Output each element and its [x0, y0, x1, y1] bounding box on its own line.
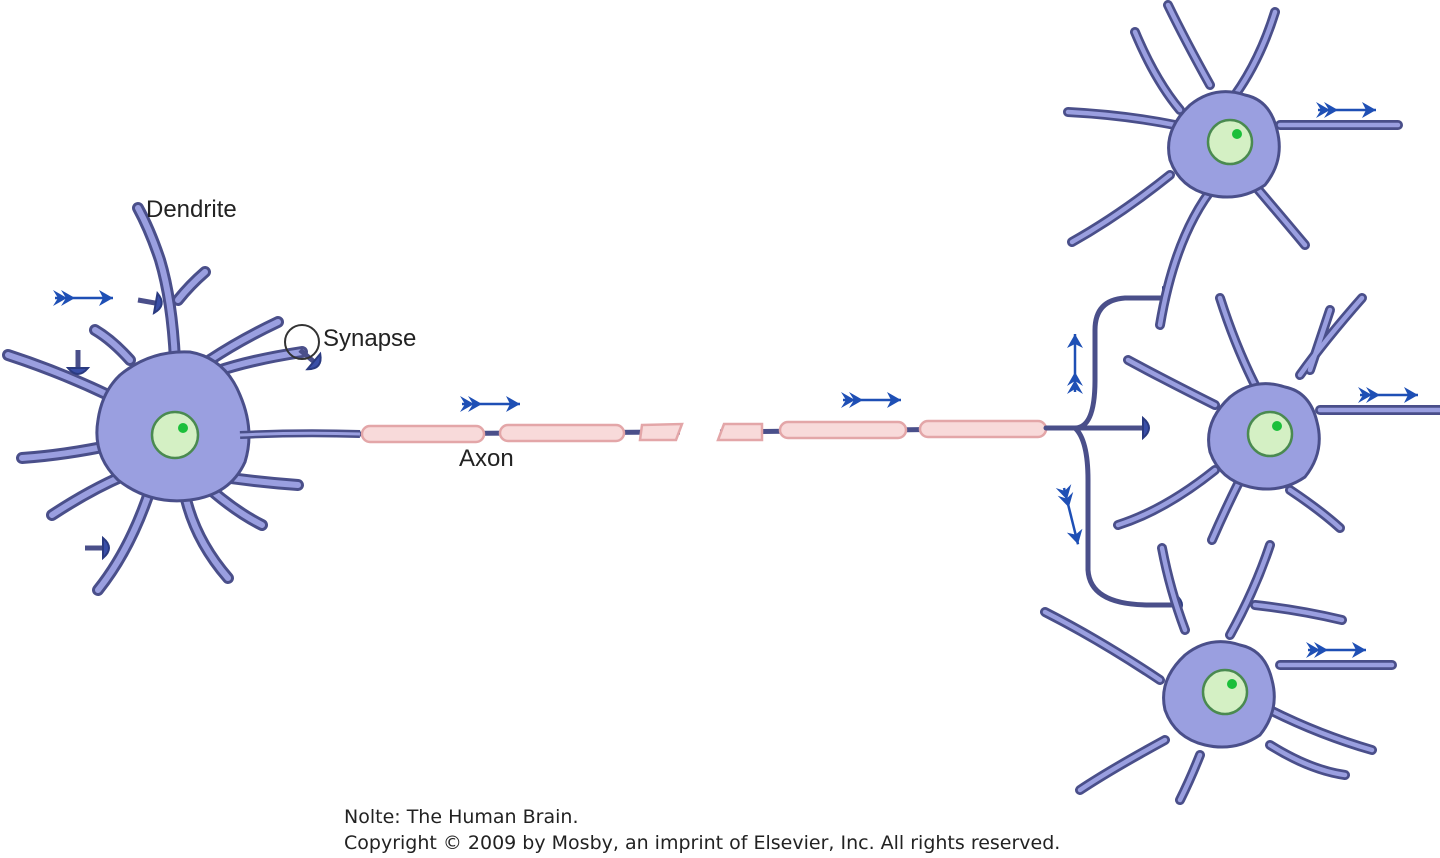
myelin-segment [638, 422, 684, 442]
myelin-segment [360, 424, 486, 444]
right-arrow-icon [458, 394, 522, 414]
left-nucleus [150, 410, 200, 460]
synapse-label: Synapse [323, 325, 416, 352]
right-arrow-icon [51, 288, 115, 308]
axon-label: Axon [459, 445, 514, 472]
axon-terminals [1043, 288, 1182, 615]
down-arrow-icon [1054, 482, 1088, 548]
left-neuron [2, 202, 361, 596]
myelin-segment [716, 422, 764, 442]
myelin-segment [778, 420, 908, 440]
left-nucleolus [178, 423, 188, 433]
right-arrow-icon [839, 390, 903, 410]
myelin-segment [498, 423, 626, 443]
right-neuron-top [1063, 0, 1403, 330]
right-arrow-icon [1304, 640, 1368, 660]
right-neuron-bottom [1040, 540, 1397, 805]
axon [359, 419, 1051, 444]
dendrite-label: Dendrite [146, 196, 237, 223]
synapse-marker [284, 324, 320, 360]
myelin-segment [918, 419, 1048, 439]
right-arrow-icon [1314, 100, 1378, 120]
copyright-notice: Copyright © 2009 by Mosby, an imprint of… [344, 832, 1061, 854]
right-neuron-middle [1113, 293, 1440, 545]
source-credit: Nolte: The Human Brain. [344, 806, 579, 828]
right-arrow-icon [1356, 385, 1420, 405]
up-arrow-icon [1065, 332, 1085, 396]
